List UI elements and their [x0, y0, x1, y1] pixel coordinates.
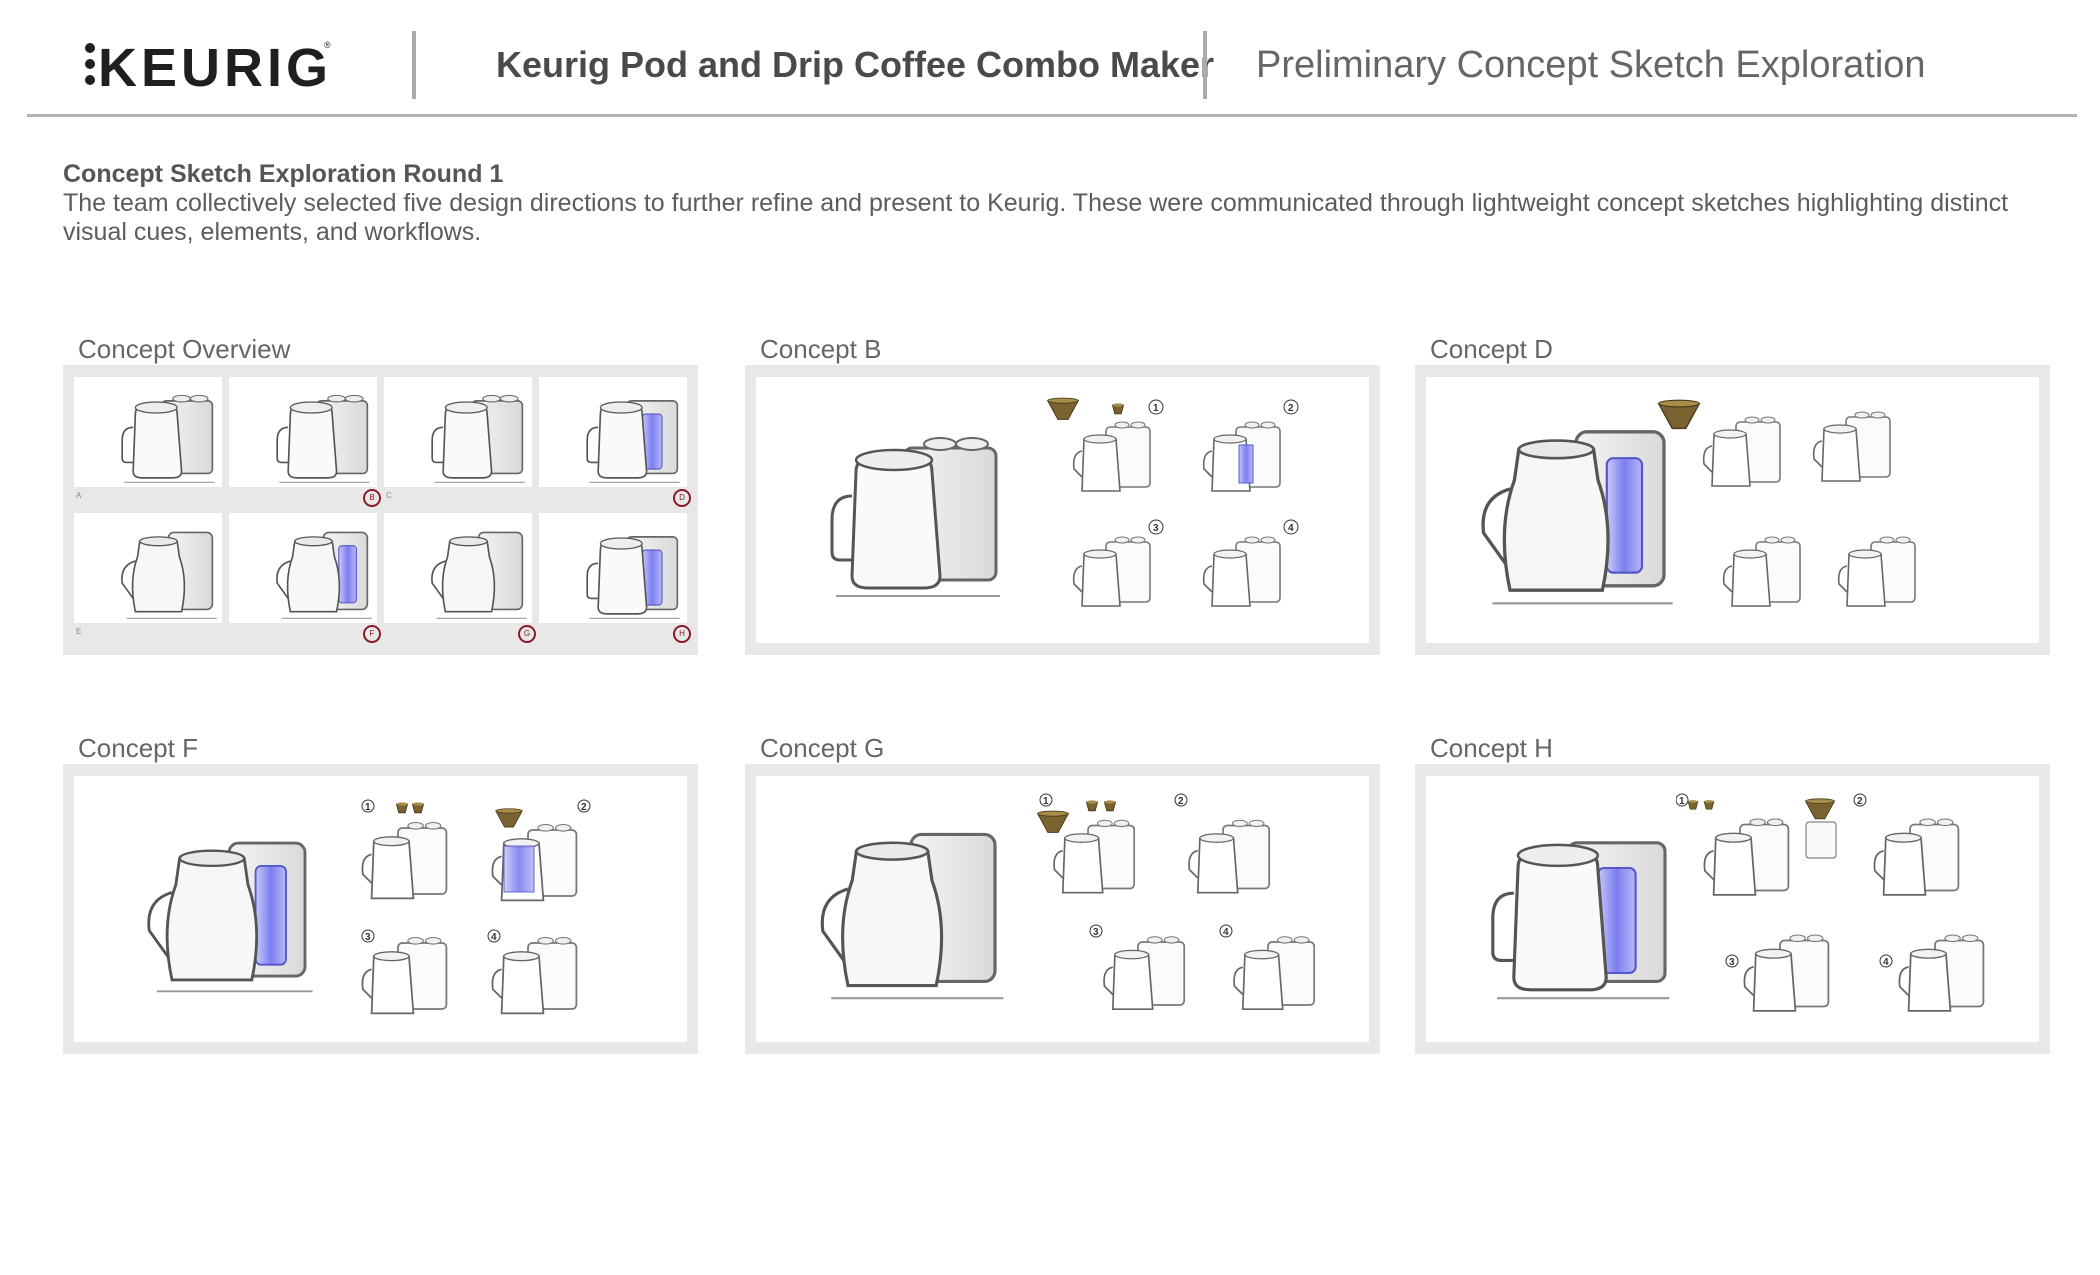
concept-b-hero-sketch [816, 397, 1016, 627]
concept-h-workflow-sketches: 1 2 3 4 [1676, 793, 1985, 1012]
concept-h-hero-sketch [1476, 790, 1686, 1030]
concept-d-workflow-sketches [1657, 399, 1916, 607]
svg-text:®: ® [324, 40, 331, 50]
overview-thumbnail [539, 513, 687, 623]
overview-thumbnail [229, 513, 377, 623]
panel-label-concept-h: Concept H [1430, 733, 1553, 763]
overview-thumbnail [74, 513, 222, 623]
svg-text:1: 1 [1043, 796, 1049, 807]
svg-text:2: 2 [1857, 796, 1863, 807]
concept-g-sketch-area: 1 2 3 4 [756, 776, 1369, 1042]
concept-f-panel: 1 2 3 4 [63, 764, 698, 1054]
concept-g-workflow-sketches: 1 2 3 4 [1037, 793, 1316, 1011]
panel-label-concept-f: Concept F [78, 733, 198, 763]
keurig-logo: KEURIG ® [85, 38, 332, 94]
panel-label-concept-g: Concept G [760, 733, 885, 763]
svg-text:3: 3 [1153, 523, 1159, 534]
product-title: Keurig Pod and Drip Coffee Combo Maker [496, 44, 1215, 85]
svg-text:4: 4 [1883, 957, 1889, 968]
concept-f-workflow-sketches: 1 2 3 4 [361, 799, 591, 1015]
panel-label-concept-b: Concept B [760, 334, 882, 364]
overview-sketch [539, 377, 687, 487]
page-header: KEURIG ® Keurig Pod and Drip Coffee Comb… [0, 0, 2100, 117]
svg-text:2: 2 [581, 802, 587, 813]
concept-b-panel: 1 2 3 4 [745, 365, 1380, 655]
concept-b-workflow-sketches: 1 2 3 4 [1047, 397, 1299, 607]
overview-sketch [539, 513, 687, 623]
overview-sketch [229, 513, 377, 623]
concept-h-sketch-area: 1 2 3 4 [1426, 776, 2039, 1042]
concept-b-sketch-area: 1 2 3 4 [756, 377, 1369, 643]
svg-text:3: 3 [1093, 927, 1099, 938]
selected-concept-badge: H [673, 625, 691, 643]
selected-concept-badge: B [363, 489, 381, 507]
header-rule [27, 114, 2077, 117]
svg-text:2: 2 [1178, 796, 1184, 807]
overview-thumbnail [539, 377, 687, 487]
overview-sketch [229, 377, 377, 487]
overview-thumbnail [74, 377, 222, 487]
panel-label-overview: Concept Overview [78, 334, 291, 364]
svg-text:1: 1 [365, 802, 371, 813]
overview-sketch [74, 377, 222, 487]
overview-thumbnail [229, 377, 377, 487]
page-subtitle: Preliminary Concept Sketch Exploration [1256, 44, 1926, 86]
section-description: The team collectively selected five desi… [63, 189, 2009, 246]
selected-concept-badge: D [673, 489, 691, 507]
concept-f-hero-sketch [134, 794, 324, 1029]
overview-sketch [384, 513, 532, 623]
concept-d-sketch-area [1426, 377, 2039, 643]
svg-text:4: 4 [491, 932, 497, 943]
concept-f-sketch-area: 1 2 3 4 [74, 776, 687, 1042]
concept-g-panel: 1 2 3 4 [745, 764, 1380, 1054]
svg-text:1: 1 [1679, 796, 1685, 807]
concept-letter: E [76, 627, 82, 636]
overview-thumbnail [384, 513, 532, 623]
selected-concept-badge: F [363, 625, 381, 643]
svg-text:2: 2 [1288, 403, 1294, 414]
concept-d-hero-sketch [1466, 391, 1686, 631]
svg-text:KEURIG: KEURIG [98, 38, 332, 94]
selected-concept-badge: G [518, 625, 536, 643]
svg-text:1: 1 [1153, 403, 1159, 414]
svg-text:3: 3 [1729, 957, 1735, 968]
header-divider [1203, 31, 1207, 99]
svg-text:4: 4 [1223, 927, 1229, 938]
panel-label-concept-d: Concept D [1430, 334, 1553, 364]
overview-sketch [384, 377, 532, 487]
svg-text:3: 3 [365, 932, 371, 943]
concept-letter: A [76, 491, 82, 500]
concept-letter: C [386, 491, 392, 500]
header-divider [412, 31, 416, 99]
concept-d-panel [1415, 365, 2050, 655]
svg-text:4: 4 [1288, 523, 1294, 534]
section-title: Concept Sketch Exploration Round 1 [63, 160, 504, 188]
overview-thumbnail [384, 377, 532, 487]
overview-sketch [74, 513, 222, 623]
concept-g-hero-sketch [806, 790, 1016, 1030]
concept-h-panel: 1 2 3 4 [1415, 764, 2050, 1054]
